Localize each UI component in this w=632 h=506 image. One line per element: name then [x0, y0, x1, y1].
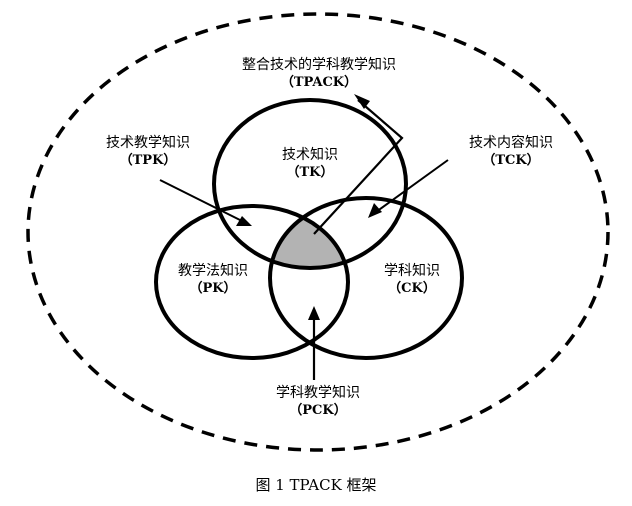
tck-label-abbr: （TCK） [482, 153, 540, 168]
tpack-label: 整合技术的学科教学知识 （TPACK） [214, 56, 424, 92]
ck-circle [268, 196, 464, 360]
tpk-label-abbr: （TPK） [119, 153, 177, 168]
tpack-label-abbr: （TPACK） [280, 75, 358, 90]
ck-label: 学科知识 （CK） [362, 262, 462, 298]
ck-label-abbr: （CK） [388, 281, 436, 296]
pk-label-name: 教学法知识 [178, 263, 248, 279]
tck-label: 技术内容知识 （TCK） [448, 134, 574, 170]
tk-circle [212, 98, 408, 270]
tpack-intersection-region [270, 206, 348, 268]
context-dashed-ellipse [26, 12, 610, 452]
pk-circle [154, 204, 350, 360]
tk-label: 技术知识 （TK） [260, 146, 360, 182]
figure-caption: 图 1 TPACK 框架 [255, 476, 377, 494]
pck-arrow-head [308, 306, 320, 320]
tk-label-abbr: （TK） [286, 165, 334, 180]
pck-label-name: 学科教学知识 [276, 385, 360, 401]
tpack-arrow-head [354, 94, 370, 109]
tpk-label: 技术教学知识 （TPK） [88, 134, 208, 170]
tck-label-name: 技术内容知识 [469, 135, 553, 151]
pk-label: 教学法知识 （PK） [160, 262, 266, 298]
pck-label: 学科教学知识 （PCK） [258, 384, 378, 420]
tpack-label-name: 整合技术的学科教学知识 [242, 57, 396, 73]
pck-label-abbr: （PCK） [289, 403, 347, 418]
tck-arrow-head [368, 203, 382, 218]
pk-label-abbr: （PK） [189, 281, 237, 296]
tpack-arrow [313, 99, 404, 235]
tck-arrow [375, 159, 449, 213]
tk-label-name: 技术知识 [282, 147, 338, 163]
tpk-arrow [159, 179, 245, 223]
ck-label-name: 学科知识 [384, 263, 440, 279]
tpk-label-name: 技术教学知识 [106, 135, 190, 151]
tpk-arrow-head [236, 216, 252, 226]
